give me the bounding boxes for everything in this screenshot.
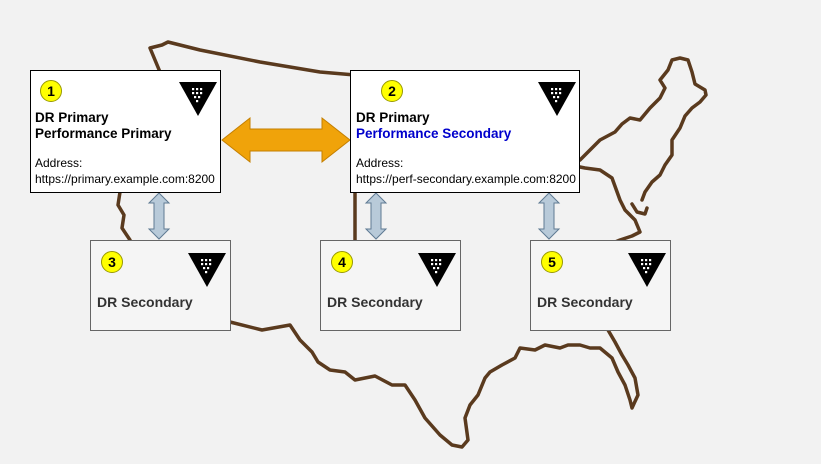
node-number-badge: 1 (40, 80, 62, 102)
node-address: Address: https://perf-secondary.example.… (356, 155, 576, 187)
node-dr-secondary-3: 3 DR Secondary (90, 240, 231, 331)
node-number-badge: 3 (101, 251, 123, 273)
node-dr-secondary-4: 4 DR Secondary (320, 240, 461, 331)
dr-replication-arrow-2-4 (364, 192, 388, 240)
address-label: Address: (356, 156, 404, 170)
node-title: DR Secondary (327, 294, 423, 310)
node-number-badge: 2 (381, 80, 403, 102)
node-title: DR Secondary (537, 294, 633, 310)
vault-triangle-icon (188, 253, 226, 287)
node-role-performance: Performance Primary (35, 126, 172, 141)
node-title: DR Primary Performance Primary (35, 110, 172, 142)
node-role-dr: DR Primary (35, 110, 109, 125)
node-address: Address: https://primary.example.com:820… (35, 155, 215, 187)
address-url: https://perf-secondary.example.com:8200 (356, 172, 576, 186)
address-label: Address: (35, 156, 83, 170)
node-role-performance: Performance Secondary (356, 126, 512, 141)
node-number-badge: 4 (331, 251, 353, 273)
node-dr-primary-performance-secondary: 2 DR Primary Performance Secondary Addre… (350, 70, 580, 193)
node-number-badge: 5 (541, 251, 563, 273)
node-dr-secondary-5: 5 DR Secondary (530, 240, 671, 331)
vault-triangle-icon (628, 253, 666, 287)
node-role-dr: DR Primary (356, 110, 430, 125)
dr-replication-arrow-2-5 (537, 192, 561, 240)
node-title: DR Primary Performance Secondary (356, 110, 511, 142)
vault-triangle-icon (538, 82, 576, 116)
address-url: https://primary.example.com:8200 (35, 172, 215, 186)
vault-triangle-icon (418, 253, 456, 287)
vault-triangle-icon (179, 82, 217, 116)
performance-replication-arrow (221, 116, 351, 164)
node-dr-primary-performance-primary: 1 DR Primary Performance Primary Address… (30, 70, 221, 193)
node-title: DR Secondary (97, 294, 193, 310)
dr-replication-arrow-1-3 (147, 192, 171, 240)
